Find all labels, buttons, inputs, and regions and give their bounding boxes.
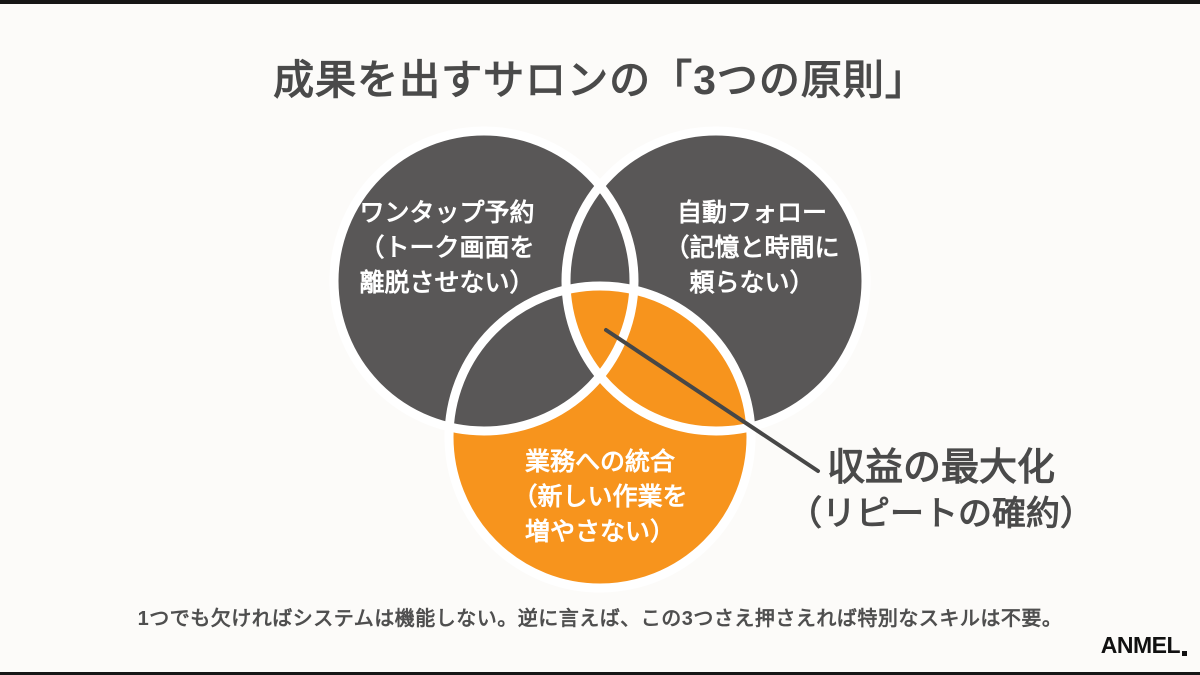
letterbox-bar-bottom: [0, 672, 1200, 675]
venn-circle-right-outline: [561, 126, 871, 436]
venn-label-line: 自動フォロー: [676, 199, 827, 227]
venn-circle-left-outline: [329, 126, 639, 436]
venn-label-line: 増やさない）: [524, 518, 675, 546]
slide-title: 成果を出すサロンの「3つの原則」: [273, 57, 927, 103]
callout-subtitle: （リピートの確約）: [788, 495, 1094, 533]
venn-label-line: ワンタップ予約: [359, 199, 535, 227]
venn-label-left: ワンタップ予約 （トーク画面を 離脱させない）: [307, 196, 587, 301]
slide-caption: 1つでも欠ければシステムは機能しない。逆に言えば、この3つさえ押さえれば特別なス…: [137, 608, 1063, 630]
logo-dot: [1182, 651, 1187, 656]
brand-logo: ANMEL: [1101, 632, 1187, 659]
venn-label-line: 業務への統合: [524, 448, 675, 476]
brand-logo-text: ANMEL: [1100, 632, 1181, 658]
venn-circle-left: [334, 131, 634, 431]
venn-label-right: 自動フォロー （記憶と時間に 頼らない）: [612, 196, 892, 301]
profit-callout: 収益の最大化 （リピートの確約）: [776, 447, 1106, 534]
letterbox-bar-top: [0, 0, 1200, 4]
venn-label-line: （トーク画面を: [359, 234, 535, 262]
venn-circle-bottom-outline: [444, 281, 756, 593]
callout-pointer-line: [604, 328, 820, 473]
venn-label-bottom: 業務への統合 （新しい作業を 増やさない）: [460, 445, 740, 550]
callout-title: 収益の最大化: [826, 447, 1055, 489]
venn-label-line: （記憶と時間に: [664, 234, 840, 262]
venn-label-line: 頼らない）: [689, 269, 815, 297]
venn-label-line: 離脱させない）: [359, 269, 535, 297]
venn-label-line: （新しい作業を: [512, 483, 688, 511]
